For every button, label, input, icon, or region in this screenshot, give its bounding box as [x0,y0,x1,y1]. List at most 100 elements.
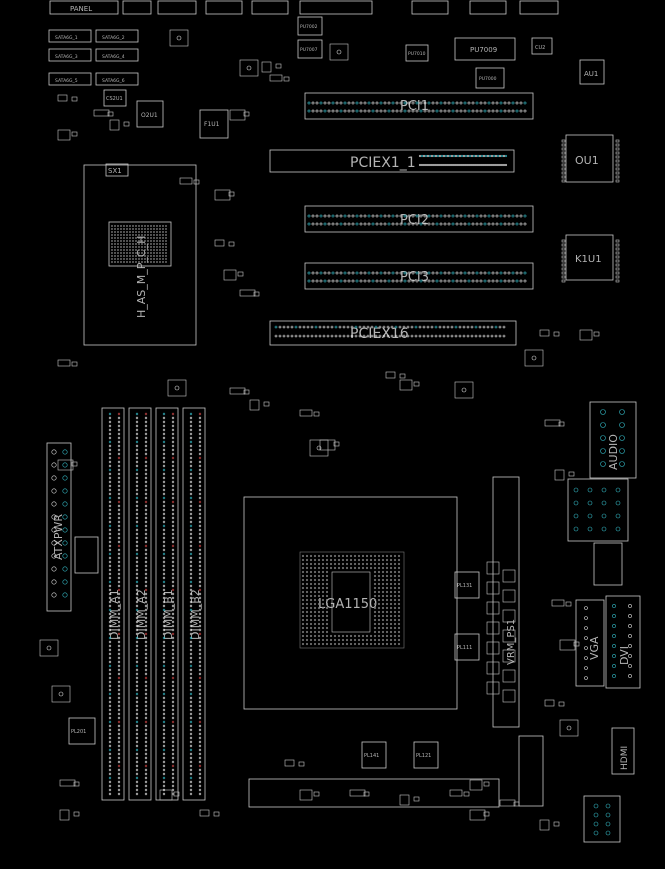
pad [309,610,313,614]
pad [162,780,166,784]
pad [171,512,175,516]
pad [135,732,139,736]
pad [108,756,112,760]
pad [450,154,454,158]
pad [424,154,428,158]
pad [455,279,459,283]
pad [432,163,436,167]
pad [381,630,385,634]
pad [337,638,341,642]
pad [313,582,317,586]
pad [313,590,317,594]
pad [395,214,399,218]
pad [377,626,381,630]
pad [51,592,57,598]
pad [491,101,495,105]
pad [317,630,321,634]
pad [135,440,139,444]
pad [189,704,193,708]
pad [418,325,422,329]
pad [341,642,345,646]
pad [144,524,148,528]
pad [382,325,386,329]
pad [327,222,331,226]
pad [418,154,422,158]
pad [394,325,398,329]
pad [171,548,175,552]
smd-component [486,621,500,635]
pad [108,588,112,592]
pad [381,582,385,586]
pad [108,672,112,676]
pad [108,612,112,616]
pad [301,606,305,610]
smd-component [243,389,250,395]
pad [156,228,158,230]
pad [314,325,318,329]
pad [487,279,491,283]
pad [114,225,116,227]
pad [198,624,202,628]
pad [345,634,349,638]
pad [198,636,202,640]
pad [369,558,373,562]
pad [108,532,112,536]
pad [162,448,166,452]
smd-component [167,379,187,397]
pad [403,279,407,283]
pad [171,420,175,424]
pad [150,258,152,260]
pad [135,580,139,584]
pu-regulators [297,16,516,89]
pad [162,508,166,512]
pad [198,528,202,532]
pad [407,214,411,218]
pad [135,704,139,708]
pad [325,642,329,646]
smd-component [59,809,70,821]
pl201-label: PL201 [71,729,86,735]
pad [198,552,202,556]
pad [375,271,379,275]
pad [189,756,193,760]
pad [325,630,329,634]
smd-component [486,601,500,615]
pad [467,271,471,275]
pad [321,566,325,570]
pad [189,596,193,600]
pad [366,325,370,329]
pad [311,214,315,218]
pu7000-label: PU7000 [479,76,497,82]
smd-component [454,381,474,399]
k1u1-chip [565,234,614,281]
pad [389,570,393,574]
pad [162,528,166,532]
pad [358,325,362,329]
pad [135,668,139,672]
pad [159,234,161,236]
pad [153,261,155,263]
pad [515,271,519,275]
pad [108,744,112,748]
pad [135,468,139,472]
pad [189,592,193,596]
pad [117,432,121,436]
pad [171,436,175,440]
pad [135,716,139,720]
pad [117,464,121,468]
pad [117,496,121,500]
pad [325,602,329,606]
pad [490,334,494,338]
pad [135,584,139,588]
pad [325,634,329,638]
pad [612,624,616,628]
pad [129,228,131,230]
pad [135,532,139,536]
pad [403,222,407,226]
pad [144,504,148,508]
pad [198,724,202,728]
pad [385,602,389,606]
pad [144,476,148,480]
pad [434,334,438,338]
pad [385,574,389,578]
